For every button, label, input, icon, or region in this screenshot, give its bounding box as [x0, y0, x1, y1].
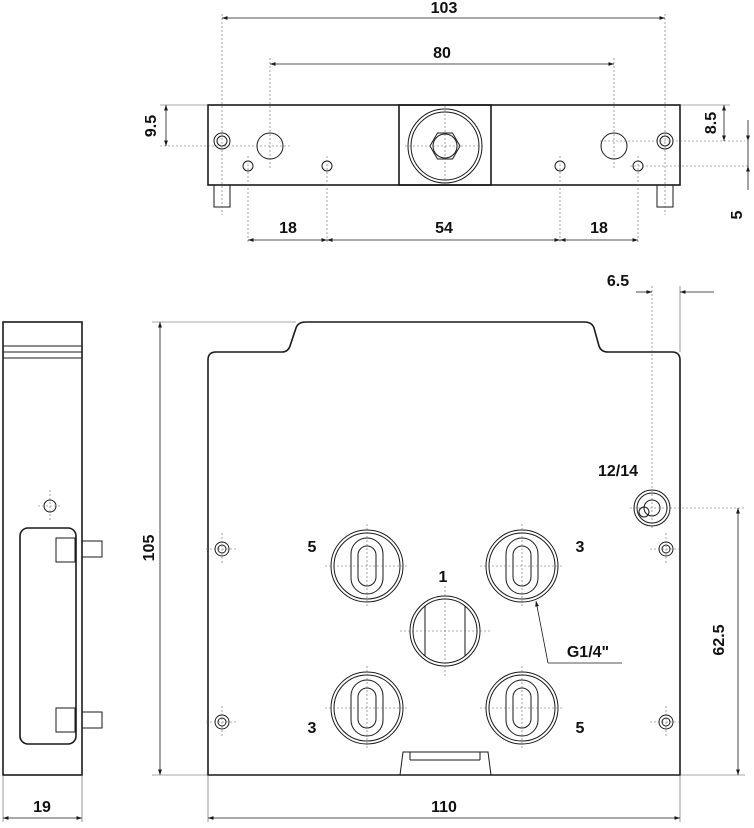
side-upper-boss: [55, 537, 76, 563]
top-view-outline: [207, 104, 681, 186]
side-lower-pin: [81, 711, 103, 729]
label-port-upper-left: 5: [308, 539, 317, 556]
port-supply: [400, 586, 490, 676]
front-view-outline: [207, 321, 681, 776]
side-upper-pin: [81, 540, 103, 558]
dim-left-height: 9.5: [143, 115, 160, 137]
port-upper-right: [480, 524, 564, 608]
label-port-upper-right: 3: [576, 539, 585, 556]
pilot-port: [630, 286, 745, 530]
bottom-notch: [399, 751, 492, 776]
dim-pilot-height: 62.5: [711, 624, 728, 655]
dim-side-thickness: 19: [33, 799, 51, 816]
label-port-lower-right: 5: [576, 720, 585, 737]
dim-port-spacing: 80: [433, 45, 451, 62]
dim-middle-holes: 54: [435, 220, 453, 237]
side-view: 19: [2, 321, 103, 822]
top-view: 103 80 9.5 8.5 5 18 54 18: [143, 0, 750, 244]
dim-top-width: 103: [431, 0, 458, 17]
label-thread: G1/4": [567, 644, 609, 661]
top-view-center-block: [398, 104, 492, 186]
top-left-pin-hole: [213, 132, 231, 150]
dim-front-height: 105: [141, 535, 158, 562]
dim-pilot-offset: 6.5: [607, 273, 629, 290]
side-view-outline: [2, 321, 83, 776]
port-upper-left: [325, 524, 409, 608]
dim-front-width: 110: [431, 799, 457, 816]
dim-right-hole: 18: [590, 220, 608, 237]
label-port-pilot: 12/14: [598, 463, 638, 480]
side-lower-boss: [55, 707, 76, 733]
dim-left-hole: 18: [279, 220, 297, 237]
dim-right-height: 8.5: [703, 112, 720, 134]
dim-right-offset: 5: [729, 210, 746, 219]
side-recess: [19, 527, 77, 745]
label-port-lower-left: 3: [308, 720, 317, 737]
port-lower-left: [325, 666, 409, 750]
front-view: 12/14 1 5 3 3 5 G1/4" 105 110 6.5 62.5: [141, 273, 745, 822]
port-lower-right: [480, 666, 564, 750]
label-port-supply: 1: [439, 569, 448, 586]
